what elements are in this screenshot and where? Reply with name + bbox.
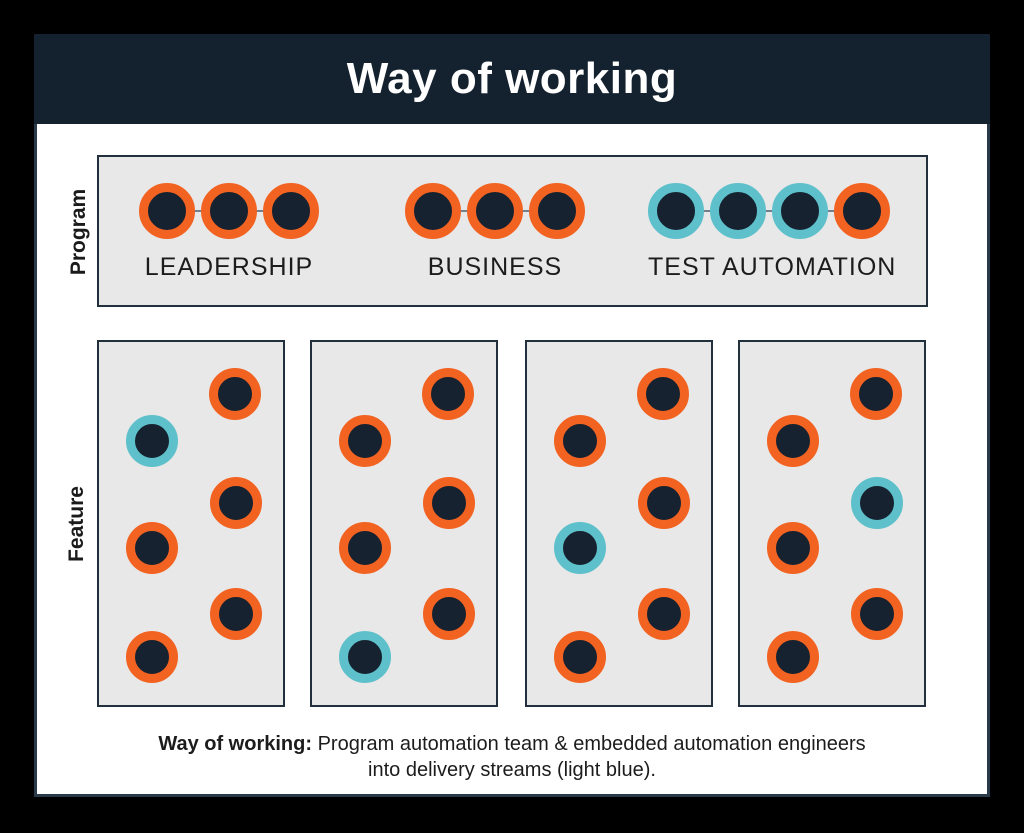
program-dot-row <box>405 183 585 239</box>
program-row-label: Program <box>67 188 90 276</box>
orange-member-dot <box>767 415 819 467</box>
program-group-label: BUSINESS <box>427 253 563 281</box>
teal-member-dot <box>710 183 766 239</box>
teal-member-dot <box>339 631 391 683</box>
caption-line1: Program automation team & embedded autom… <box>317 733 866 755</box>
teal-member-dot <box>648 183 704 239</box>
program-dot-row <box>648 183 896 239</box>
orange-member-dot <box>423 477 475 529</box>
orange-member-dot <box>638 477 690 529</box>
orange-member-dot <box>554 631 606 683</box>
orange-member-dot <box>201 183 257 239</box>
orange-member-dot <box>210 588 262 640</box>
feature-stream-box <box>738 340 926 707</box>
program-group: TEST AUTOMATION <box>648 183 896 281</box>
orange-member-dot <box>209 368 261 420</box>
teal-member-dot <box>851 477 903 529</box>
orange-member-dot <box>529 183 585 239</box>
program-group: BUSINESS <box>405 183 585 281</box>
orange-member-dot <box>467 183 523 239</box>
orange-member-dot <box>139 183 195 239</box>
feature-stream-box <box>525 340 713 707</box>
orange-member-dot <box>850 368 902 420</box>
orange-member-dot <box>422 368 474 420</box>
orange-member-dot <box>851 588 903 640</box>
teal-member-dot <box>554 522 606 574</box>
slide-panel: Way of working Program LEADERSHIP BUSINES… <box>34 34 990 797</box>
program-group-label: LEADERSHIP <box>144 253 314 281</box>
orange-member-dot <box>638 588 690 640</box>
orange-member-dot <box>637 368 689 420</box>
orange-member-dot <box>339 415 391 467</box>
orange-member-dot <box>834 183 890 239</box>
teal-member-dot <box>126 415 178 467</box>
page-title: Way of working <box>346 54 678 103</box>
orange-member-dot <box>210 477 262 529</box>
feature-stream-box <box>97 340 285 707</box>
teal-member-dot <box>772 183 828 239</box>
feature-row-label: Feature <box>65 486 88 562</box>
orange-member-dot <box>554 415 606 467</box>
caption-line2: into delivery streams (light blue). <box>368 759 656 781</box>
orange-member-dot <box>405 183 461 239</box>
feature-stream-box <box>310 340 498 707</box>
orange-member-dot <box>126 522 178 574</box>
orange-member-dot <box>767 522 819 574</box>
program-group: LEADERSHIP <box>139 183 319 281</box>
orange-member-dot <box>263 183 319 239</box>
program-dot-row <box>139 183 319 239</box>
orange-member-dot <box>423 588 475 640</box>
orange-member-dot <box>339 522 391 574</box>
orange-member-dot <box>126 631 178 683</box>
orange-member-dot <box>767 631 819 683</box>
program-box: LEADERSHIP BUSINESS TEST AUTOMATION <box>97 155 928 307</box>
caption: Way of working: Program automation team … <box>37 731 987 783</box>
caption-lead: Way of working: <box>158 733 313 755</box>
title-bar: Way of working <box>34 34 990 124</box>
program-group-label: TEST AUTOMATION <box>648 253 897 281</box>
